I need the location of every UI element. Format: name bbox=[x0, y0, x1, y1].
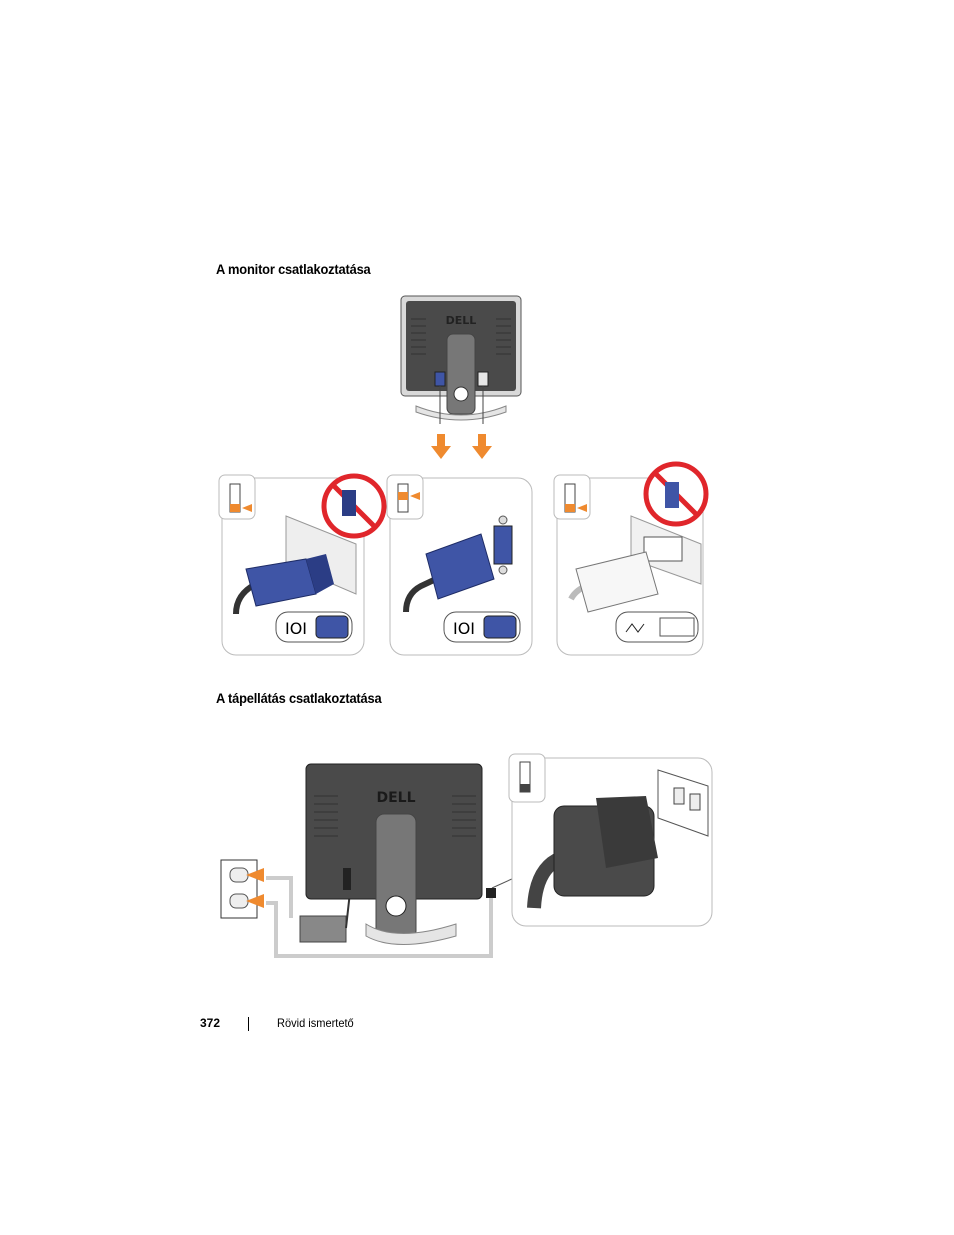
section-heading-monitor: A monitor csatlakoztatása bbox=[216, 261, 371, 277]
page-number: 372 bbox=[200, 1016, 221, 1030]
power-connection-figure: DELL bbox=[220, 753, 713, 958]
footer-title: Rövid ismertető bbox=[277, 1016, 354, 1030]
monitor-logo: DELL bbox=[446, 314, 477, 327]
wall-outlet-illustration bbox=[220, 859, 264, 919]
power-adapter bbox=[299, 915, 347, 943]
power-plug-detail-panel bbox=[486, 753, 713, 927]
footer-separator bbox=[248, 1017, 249, 1031]
panel-dvi-to-dvi bbox=[553, 461, 709, 656]
down-arrow-icon bbox=[472, 434, 492, 459]
dvi-symbol-icon bbox=[625, 623, 645, 633]
monitor-logo: DELL bbox=[376, 790, 415, 806]
section-heading-power: A tápellátás csatlakoztatása bbox=[216, 690, 382, 706]
down-arrow-icon bbox=[431, 434, 451, 459]
vga-symbol-icon: IOI bbox=[285, 619, 307, 638]
vga-symbol-icon: IOI bbox=[453, 619, 475, 638]
panel-vga-to-dvi-prohibited: IOI bbox=[218, 473, 387, 656]
monitor-connection-figure: DELL IOI bbox=[218, 295, 709, 656]
monitor-back-illustration: DELL bbox=[305, 763, 483, 945]
panel-vga-to-vga: IOI bbox=[386, 474, 533, 656]
monitor-back-illustration: DELL bbox=[400, 295, 522, 424]
